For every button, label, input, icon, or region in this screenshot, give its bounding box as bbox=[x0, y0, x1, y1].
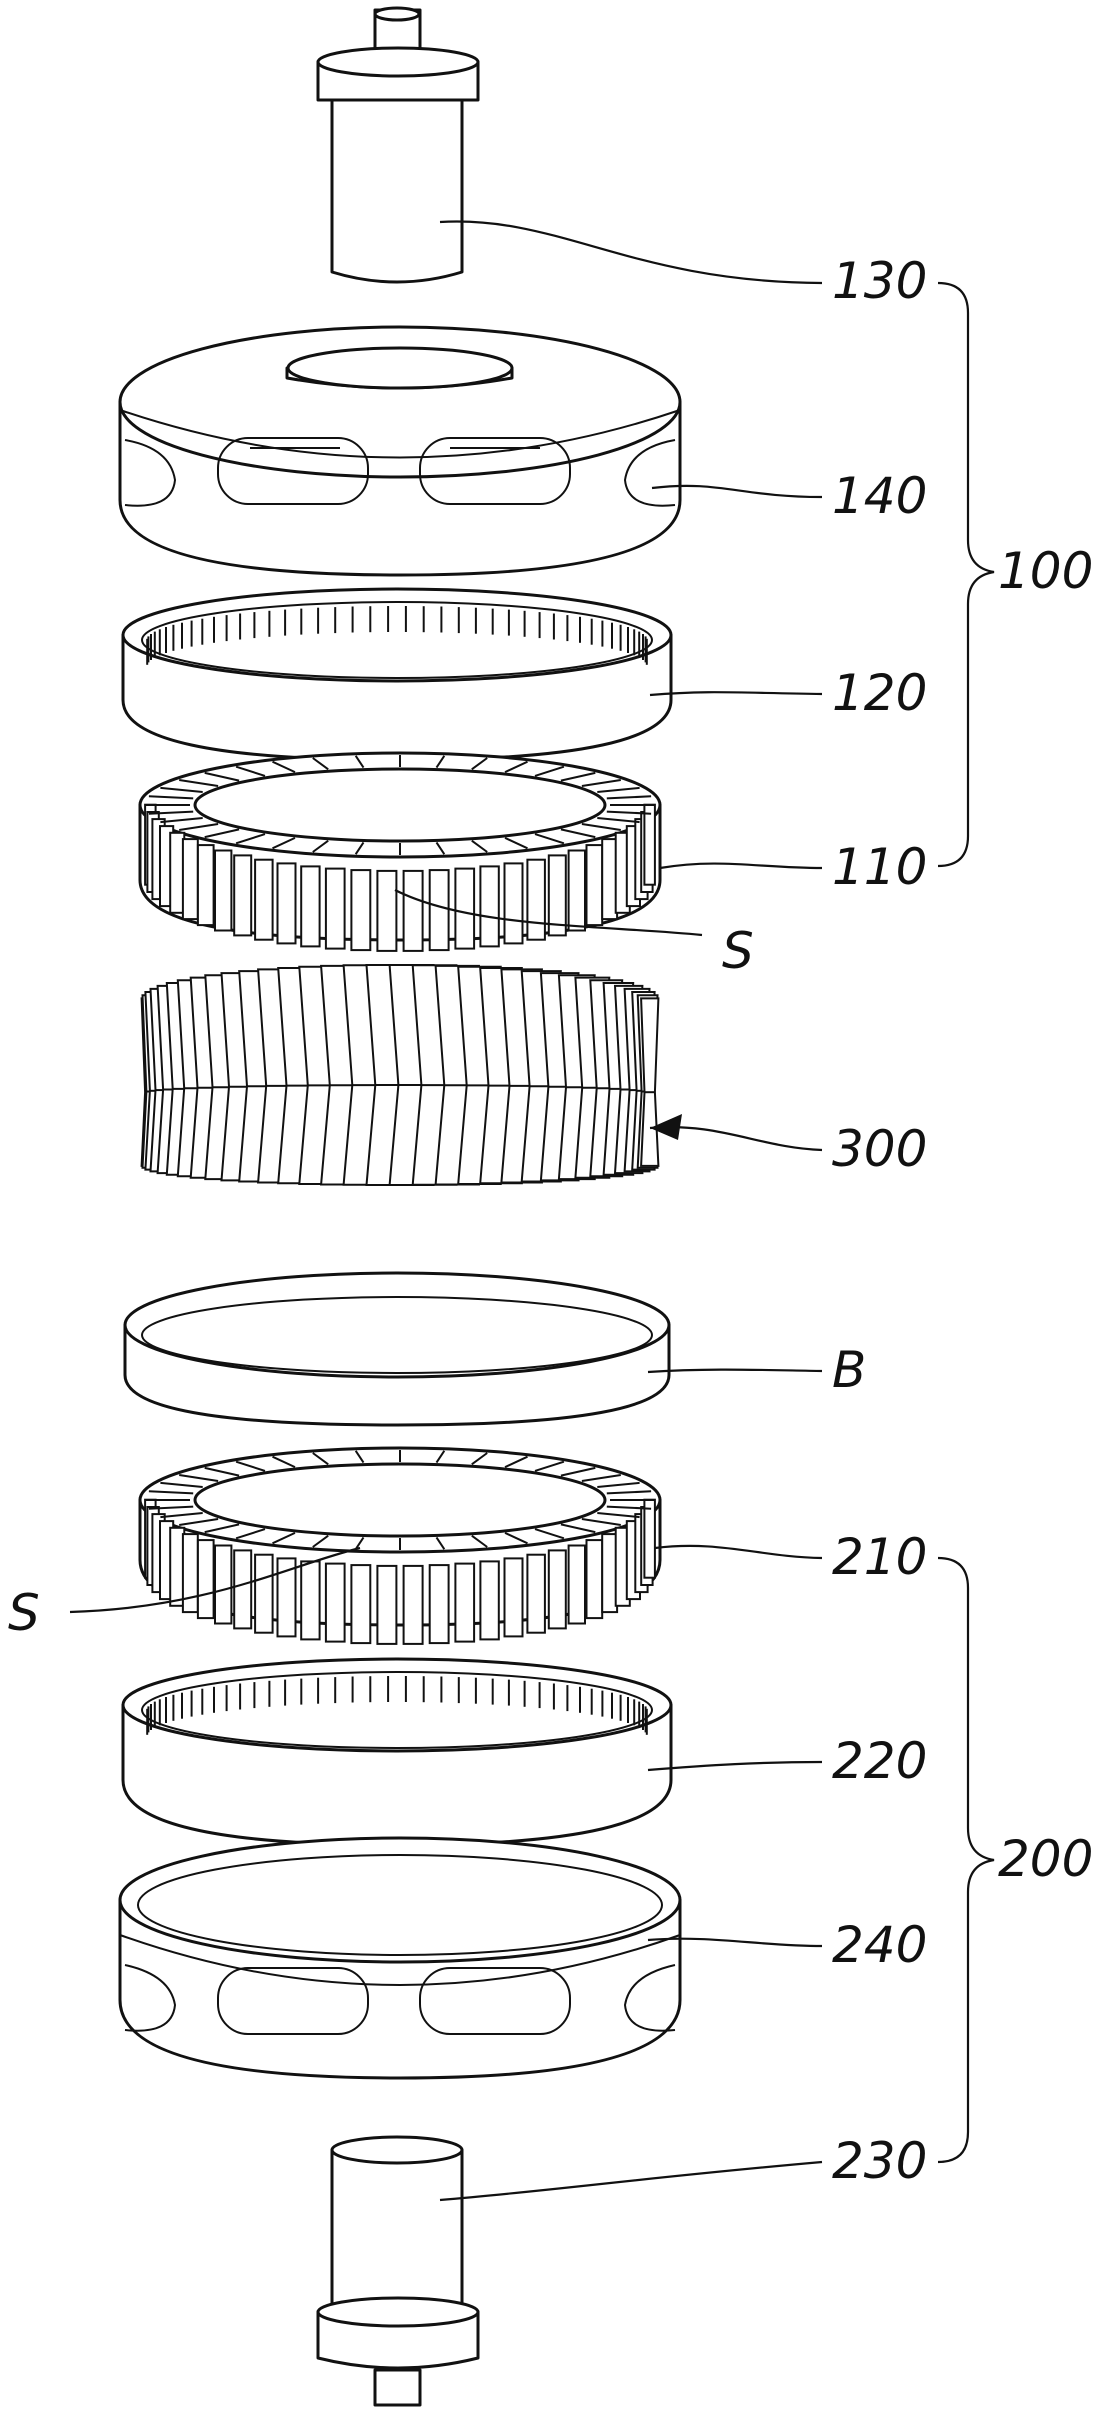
stator-core-210 bbox=[140, 1448, 660, 1644]
core-tooth bbox=[183, 839, 198, 919]
label-300: 300 bbox=[832, 1120, 927, 1178]
core-tooth bbox=[351, 870, 370, 950]
leader-B bbox=[648, 1370, 822, 1372]
core-tooth bbox=[527, 1555, 545, 1633]
core-tooth bbox=[480, 1561, 498, 1639]
core-tooth bbox=[480, 866, 498, 946]
leader-110 bbox=[660, 864, 822, 868]
core-tooth bbox=[404, 871, 423, 951]
label-140: 140 bbox=[832, 467, 927, 525]
coil-assembly-300 bbox=[142, 965, 659, 1185]
core-tooth bbox=[255, 1555, 273, 1633]
stator-core-110 bbox=[140, 753, 660, 951]
leader-220 bbox=[648, 1762, 822, 1770]
leader-210 bbox=[655, 1546, 822, 1558]
shaft-130 bbox=[318, 8, 478, 282]
label-230: 230 bbox=[832, 2132, 927, 2190]
housing-240 bbox=[120, 1838, 680, 2078]
leader-120 bbox=[650, 692, 822, 695]
core-tooth bbox=[644, 805, 655, 885]
housing-140 bbox=[120, 327, 680, 575]
label-100: 100 bbox=[998, 542, 1093, 600]
core-tooth bbox=[527, 860, 545, 940]
leader-130 bbox=[440, 221, 822, 283]
leader-230 bbox=[440, 2162, 822, 2200]
label-200: 200 bbox=[998, 1830, 1093, 1888]
ring-220 bbox=[123, 1659, 671, 1845]
core-tooth bbox=[278, 863, 296, 943]
core-tooth bbox=[234, 855, 251, 935]
core-tooth bbox=[430, 870, 449, 950]
core-tooth bbox=[505, 1558, 523, 1636]
core-tooth bbox=[377, 1566, 396, 1644]
core-tooth bbox=[326, 1564, 345, 1642]
core-tooth bbox=[255, 860, 273, 940]
coil-bar bbox=[641, 998, 658, 1166]
core-tooth bbox=[301, 1561, 319, 1639]
group-brackets bbox=[938, 283, 994, 2162]
label-S-bottom: S bbox=[8, 1584, 40, 1642]
core-tooth bbox=[430, 1565, 449, 1643]
core-tooth bbox=[351, 1565, 370, 1643]
shaft-230 bbox=[318, 2137, 478, 2405]
core-tooth bbox=[301, 866, 319, 946]
core-tooth bbox=[234, 1550, 251, 1628]
core-tooth bbox=[587, 845, 603, 925]
core-tooth bbox=[198, 845, 214, 925]
core-tooth bbox=[215, 1546, 231, 1624]
label-B: B bbox=[832, 1341, 866, 1399]
label-S-top: S bbox=[722, 922, 754, 980]
core-tooth bbox=[326, 869, 345, 949]
core-tooth bbox=[644, 1500, 655, 1578]
bracket-100 bbox=[938, 283, 994, 866]
label-220: 220 bbox=[832, 1732, 927, 1790]
core-tooth bbox=[569, 851, 585, 931]
bracket-200 bbox=[938, 1558, 994, 2162]
core-tooth bbox=[183, 1534, 198, 1612]
label-240: 240 bbox=[832, 1916, 927, 1974]
label-130: 130 bbox=[832, 252, 927, 310]
core-tooth bbox=[587, 1540, 603, 1618]
core-tooth bbox=[215, 851, 231, 931]
core-tooth bbox=[455, 869, 474, 949]
core-tooth bbox=[505, 863, 523, 943]
label-120: 120 bbox=[832, 664, 927, 722]
label-110: 110 bbox=[832, 838, 927, 896]
core-tooth bbox=[569, 1546, 585, 1624]
core-tooth bbox=[377, 871, 396, 951]
ring-120 bbox=[123, 589, 671, 760]
label-210: 210 bbox=[832, 1528, 927, 1586]
core-tooth bbox=[198, 1540, 214, 1618]
core-tooth bbox=[549, 1550, 566, 1628]
ring-B bbox=[125, 1273, 669, 1425]
core-tooth bbox=[404, 1566, 423, 1644]
core-tooth bbox=[455, 1564, 474, 1642]
